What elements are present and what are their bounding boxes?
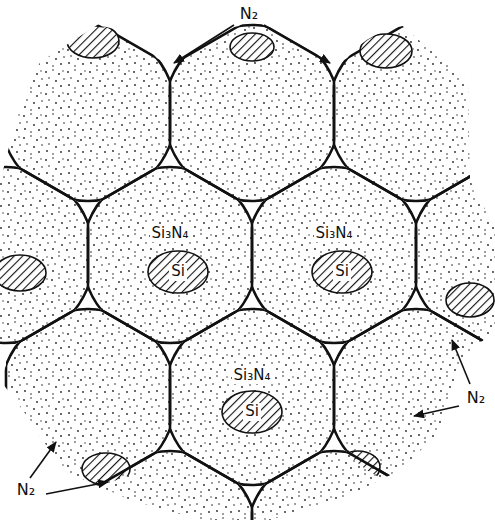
core-ellipse [148, 251, 208, 293]
silicon-core [230, 33, 274, 61]
silicon-core: Si [147, 250, 209, 294]
gas-arrow [174, 25, 234, 63]
grain [164, 302, 340, 491]
gas-arrow [414, 406, 459, 416]
gas-label: N₂ [238, 5, 260, 23]
silicon-core [446, 283, 494, 317]
nitride-grain: Si₃N₄ Si [82, 167, 258, 343]
grain-field [0, 18, 495, 520]
gas-label: N₂ [465, 389, 487, 407]
core-ellipse [312, 251, 372, 293]
silicon-core: Si [311, 250, 373, 294]
silicon-core [360, 34, 412, 68]
core-ellipse [222, 391, 282, 433]
core-label: Si [333, 263, 351, 280]
silicon-core [67, 24, 119, 58]
core-label: Si [169, 263, 187, 280]
grain-cell [170, 302, 334, 491]
gas-arrow [30, 442, 56, 478]
core-label: Si [243, 403, 261, 420]
grain-label: Si₃N₄ [314, 225, 355, 242]
grain-rim [0, 451, 94, 520]
gas-arrow [452, 340, 470, 384]
gas-arrow [264, 25, 330, 63]
grain-label: Si₃N₄ [232, 367, 273, 384]
gas-label: N₂ [15, 481, 37, 499]
grain-label: Si₃N₄ [150, 225, 191, 242]
gas-arrows [30, 25, 470, 494]
grain-rim [164, 309, 340, 485]
silicon-core [0, 255, 46, 291]
silicon-core: Si [221, 390, 283, 434]
grain-cell [0, 444, 88, 520]
nitride-grain: Si₃N₄ Si [164, 309, 340, 485]
nitride-grain: Si₃N₄ Si [246, 167, 422, 343]
gas-arrow [46, 482, 108, 494]
